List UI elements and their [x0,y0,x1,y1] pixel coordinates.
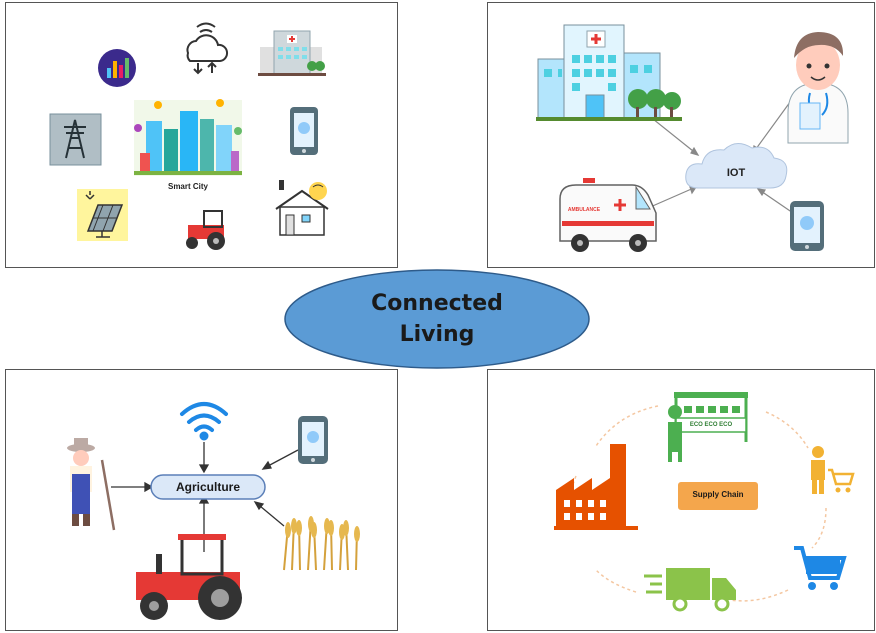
title-line-1: Connected [371,291,503,316]
wifi-icon [180,402,228,441]
ambulance-text: AMBULANCE [567,207,601,213]
solar-panel-icon [77,189,128,241]
smart-city-label: Smart City [167,182,208,191]
iot-hub-label: IOT [726,167,746,179]
mobile-phone-icon [290,107,318,155]
smart-city-skyline-icon [134,99,242,176]
supply-chain-label: Supply Chain [692,490,744,499]
power-tower-icon [49,113,102,166]
iot-cloud-icon [685,143,788,189]
connected-living-title: Connected Living [283,268,591,370]
factory-icon [554,444,638,530]
store-shelf-tag: ECO ECO ECO [689,422,733,428]
delivery-truck-icon [644,568,736,612]
tractor-icon [136,534,242,620]
smart-home-icon [275,180,329,236]
cloud-sync-icon [186,22,229,75]
tractor-icon [186,210,225,250]
analytics-icon [98,49,136,87]
healthcare-panel: IOT AMBULANCE [487,2,875,268]
ambulance-icon [559,178,657,252]
customer-cart-icon [811,446,855,494]
supply-chain-panel: Supply Chain ECO ECO ECO [487,369,875,631]
hospital-icon [536,24,682,121]
grocery-store-icon [668,392,748,462]
agriculture-panel: Agriculture [5,369,398,631]
agriculture-hub-label: Agriculture [175,480,240,494]
doctor-icon [787,32,849,144]
connected-living-ellipse [284,269,590,369]
agriculture-hub-pill [150,474,266,500]
title-line-2: Living [399,322,475,347]
agriculture-connection-arrows [111,442,299,552]
farmer-icon [67,438,116,531]
mobile-phone-icon [790,201,824,251]
hospital-icon [258,30,326,76]
shopping-cart-icon [794,546,847,590]
mobile-phone-icon [298,416,328,464]
wheat-crop-icon [283,516,360,571]
supply-chain-box [678,482,758,510]
smart-city-panel: Smart City [5,2,398,268]
